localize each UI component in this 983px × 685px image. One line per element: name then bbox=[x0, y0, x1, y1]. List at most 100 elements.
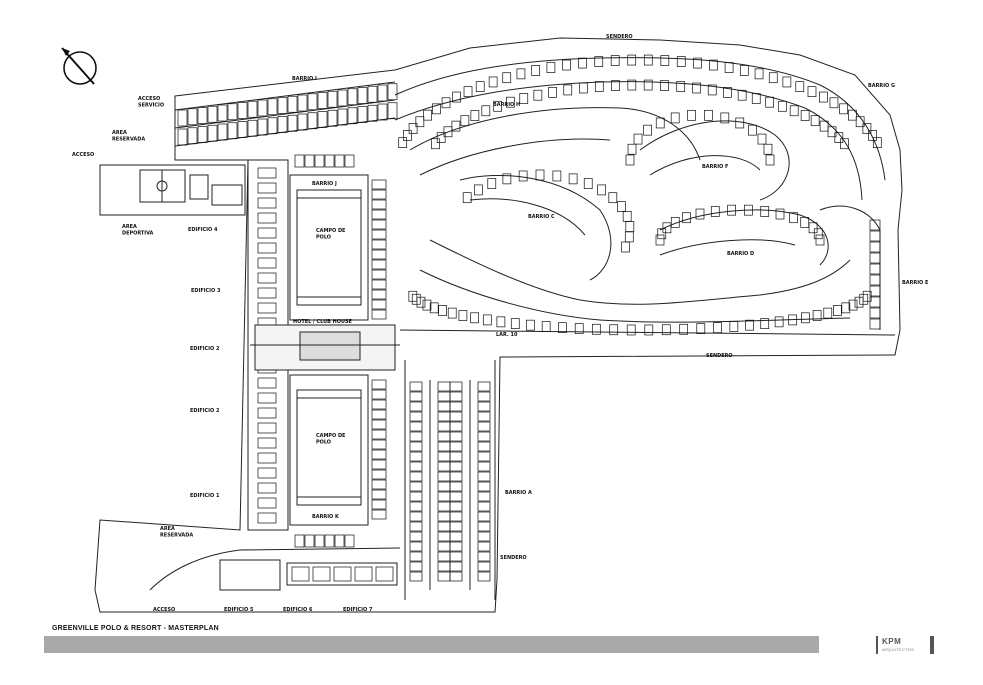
lot bbox=[610, 55, 620, 66]
label-edificio-7: EDIFICIO 7 bbox=[343, 607, 373, 613]
lot bbox=[594, 56, 604, 67]
lot bbox=[437, 471, 451, 482]
lot bbox=[568, 173, 578, 185]
lot bbox=[437, 391, 451, 402]
lot bbox=[819, 91, 828, 103]
lot bbox=[377, 103, 388, 121]
lot bbox=[337, 108, 348, 126]
lot bbox=[621, 241, 630, 253]
lot bbox=[474, 184, 483, 196]
lot bbox=[670, 112, 680, 124]
lot bbox=[437, 541, 451, 552]
label-barrio-j: BARRIO J bbox=[312, 181, 337, 187]
lot bbox=[518, 170, 528, 182]
lot bbox=[862, 123, 872, 134]
building bbox=[257, 287, 277, 299]
lot bbox=[437, 521, 451, 532]
building bbox=[257, 422, 277, 434]
lot bbox=[357, 106, 368, 123]
lot bbox=[409, 381, 423, 392]
lot bbox=[437, 431, 451, 442]
lot bbox=[371, 219, 387, 230]
building bbox=[257, 407, 277, 419]
lot bbox=[371, 179, 387, 190]
label-edificio-1: EDIFICIO 1 bbox=[190, 493, 220, 499]
building bbox=[257, 197, 277, 209]
lot bbox=[327, 90, 338, 108]
lot bbox=[848, 109, 857, 121]
label-sendero-bottom: SENDERO bbox=[706, 353, 733, 359]
building bbox=[257, 437, 277, 449]
lot bbox=[257, 118, 268, 136]
lot bbox=[660, 55, 670, 66]
lot bbox=[304, 154, 315, 168]
lot bbox=[502, 72, 512, 84]
lot bbox=[451, 120, 461, 132]
lot bbox=[304, 534, 315, 548]
lot bbox=[848, 299, 858, 311]
lot bbox=[371, 469, 387, 480]
plan-title: GREENVILLE POLO & RESORT - MASTERPLAN bbox=[52, 625, 219, 632]
lot bbox=[800, 110, 810, 121]
lot bbox=[437, 551, 451, 562]
lot bbox=[676, 81, 686, 92]
lot bbox=[533, 89, 543, 101]
lot bbox=[477, 501, 491, 512]
label-barrio-d: BARRIO D bbox=[727, 251, 754, 257]
lot bbox=[757, 133, 767, 145]
lot bbox=[344, 534, 355, 548]
lot bbox=[481, 105, 491, 117]
lot bbox=[462, 192, 472, 204]
lot bbox=[327, 109, 338, 127]
lot bbox=[371, 289, 387, 300]
logo-bar-left bbox=[876, 636, 878, 654]
lot bbox=[449, 521, 463, 532]
lot bbox=[449, 561, 463, 572]
building bbox=[257, 227, 277, 239]
lot bbox=[334, 154, 345, 168]
lot bbox=[437, 411, 451, 422]
lot bbox=[496, 316, 506, 328]
lot bbox=[609, 324, 619, 336]
label-edificio-2-lower: EDIFICIO 2 bbox=[190, 408, 220, 414]
lot bbox=[409, 571, 423, 582]
lot bbox=[409, 421, 423, 432]
lot bbox=[801, 312, 810, 324]
edificios-bottom bbox=[149, 547, 401, 591]
lot bbox=[437, 491, 451, 502]
lot bbox=[855, 116, 865, 128]
lot bbox=[371, 279, 387, 290]
building bbox=[291, 566, 310, 582]
lot bbox=[626, 324, 636, 336]
lot bbox=[617, 201, 626, 212]
lot bbox=[655, 117, 665, 129]
lot bbox=[422, 299, 432, 311]
lot bbox=[415, 116, 425, 128]
lot bbox=[324, 154, 335, 168]
building bbox=[257, 302, 277, 314]
building bbox=[257, 467, 277, 479]
lot bbox=[449, 381, 463, 392]
firm-logo: KPM ARQUITECTOS bbox=[876, 636, 934, 654]
lot bbox=[774, 316, 784, 328]
lot bbox=[477, 571, 491, 582]
lot bbox=[872, 137, 882, 148]
lot bbox=[744, 204, 753, 216]
lot bbox=[297, 94, 308, 112]
lot bbox=[676, 56, 686, 67]
lot bbox=[403, 130, 412, 141]
lot bbox=[477, 511, 491, 522]
logo-name: KPM bbox=[882, 637, 902, 646]
label-barrio-a: BARRIO A bbox=[505, 490, 532, 496]
lot bbox=[477, 541, 491, 552]
lot bbox=[748, 124, 757, 136]
lot bbox=[661, 324, 671, 336]
lot bbox=[371, 459, 387, 470]
lot bbox=[768, 72, 778, 84]
lot bbox=[398, 137, 408, 148]
lot bbox=[449, 571, 463, 582]
label-sendero-right: SENDERO bbox=[500, 555, 527, 561]
lot bbox=[409, 411, 423, 422]
lot bbox=[869, 230, 881, 242]
